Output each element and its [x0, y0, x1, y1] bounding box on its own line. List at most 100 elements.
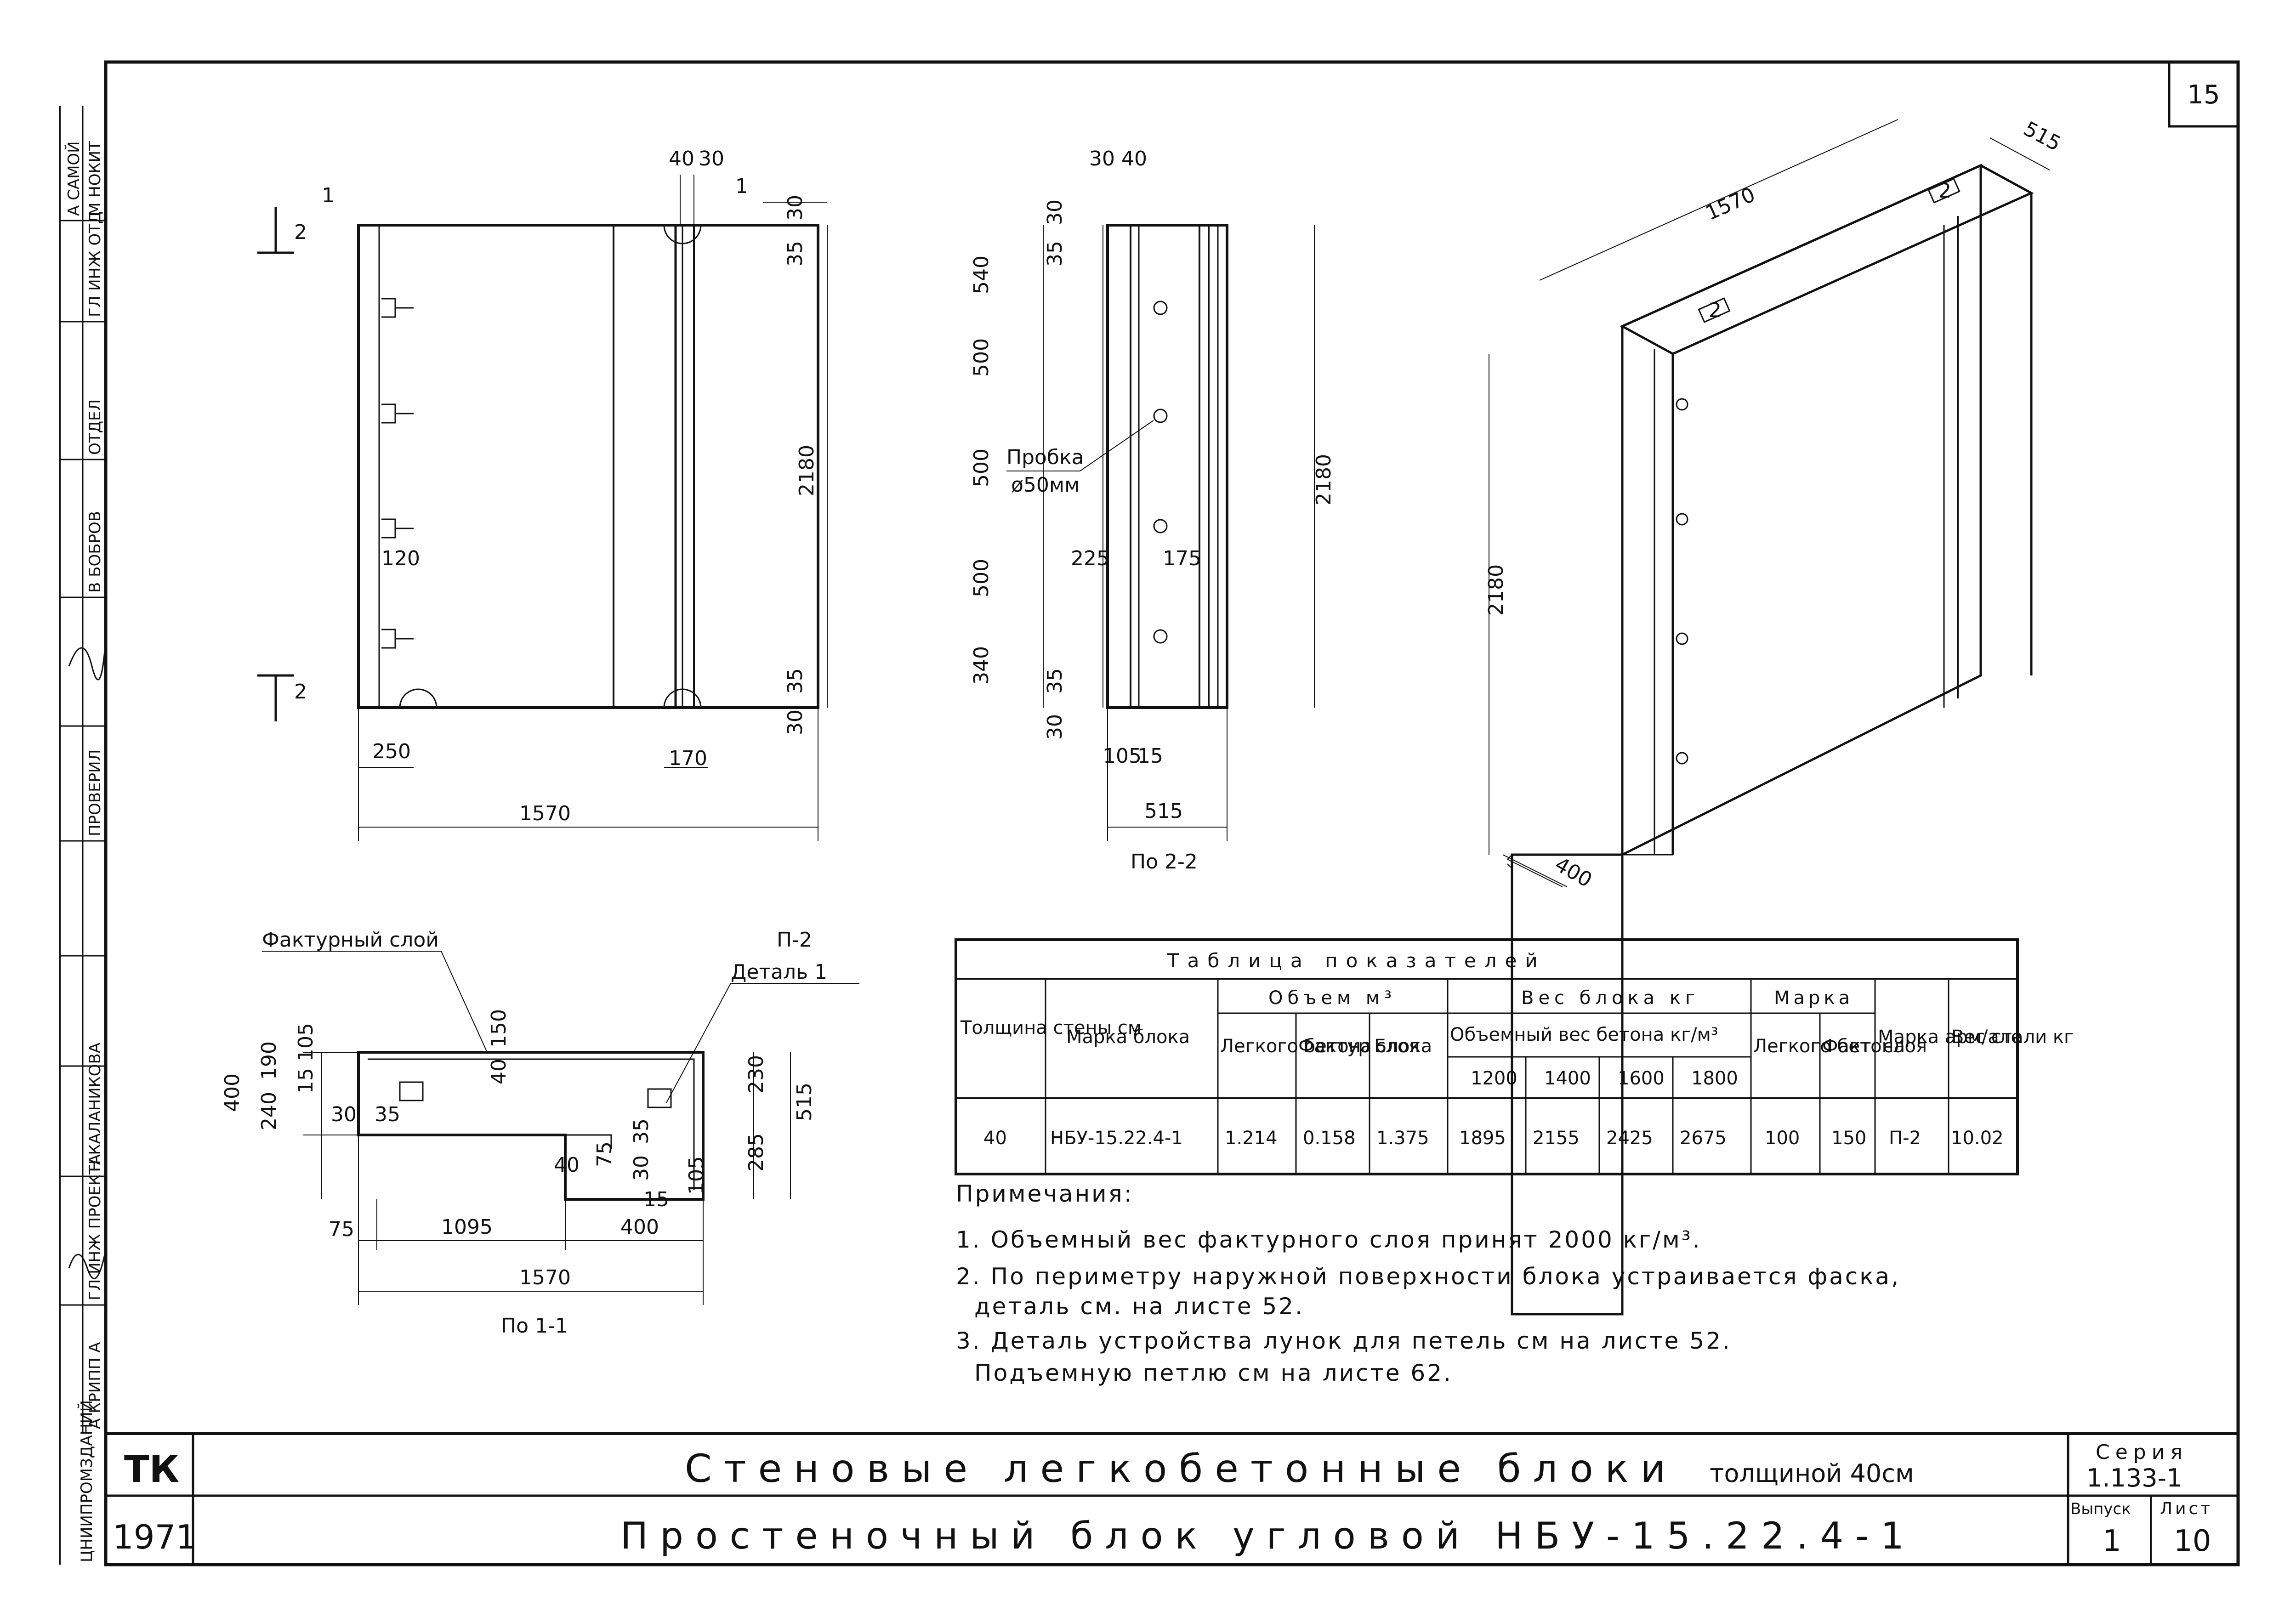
plan-dim-h285: 285	[744, 1133, 768, 1172]
table-title: Таблица показателей	[1167, 949, 1546, 972]
tb-series-label: Серия	[2096, 1441, 2188, 1464]
tb-title-suffix: толщиной 40см	[1710, 1459, 1914, 1488]
side-dim-s1: 540	[970, 255, 993, 294]
front-loop-2	[381, 403, 414, 424]
iso-dim-height: 2180	[1484, 564, 1508, 616]
front-section-mark: 1	[322, 184, 335, 207]
plan-dim-h75a: 75	[593, 1141, 616, 1167]
plan-dim-w1570: 1570	[519, 1266, 571, 1289]
plan-view: 400 240 190 15 105 30 35 40 150 230 285 …	[221, 928, 859, 1338]
sheet-number: 15	[2187, 80, 2220, 110]
notes: Примечания: 1. Объемный вес фактурного с…	[956, 1180, 1900, 1386]
side-dim-t2: 35	[1043, 241, 1067, 267]
stamp-role-2: ПРОВЕРИЛ	[86, 749, 104, 836]
th-steel: Вес стали кг	[1951, 1027, 2074, 1048]
iso-plug-1	[1676, 398, 1688, 411]
plan-detail-label: Деталь 1	[731, 960, 827, 984]
th-volume: Объем м³	[1268, 987, 1396, 1009]
front-outline	[357, 224, 819, 709]
iso-plug-2	[1676, 513, 1688, 526]
plan-dim-h190: 190	[257, 1041, 281, 1080]
side-dim-s4: 500	[970, 559, 993, 597]
plan-dim-h35b: 35	[630, 1118, 653, 1144]
td-steel: 10.02	[1951, 1128, 2004, 1149]
td-g-fact: 150	[1831, 1128, 1866, 1149]
front-dim-left-w: 250	[372, 740, 411, 763]
front-dim-r4: 30	[784, 709, 807, 735]
front-dim-top-c: 1	[735, 175, 748, 198]
side-stamp: ЦНИИПРОМЗДАНИЙ А КРИПП А ГЛ ИНЖ ПРОЕКТА …	[59, 106, 107, 1565]
sheet-frame	[104, 60, 2240, 1566]
tb-sheet-value: 10	[2174, 1524, 2211, 1558]
td-thickness: 40	[983, 1128, 1007, 1149]
side-plug-4	[1153, 629, 1168, 644]
td-vol-light: 1.214	[1225, 1128, 1278, 1149]
note-line-2: 2. По периметру наружной поверхности бло…	[956, 1263, 1900, 1290]
iso-dim-thick: 400	[1551, 852, 1596, 892]
th-vol-block: Блока	[1374, 1036, 1432, 1057]
note-line-5: Подъемную петлю см на листе 62.	[974, 1360, 1453, 1386]
plan-loop-1	[399, 1081, 424, 1101]
td-w2: 2155	[1533, 1128, 1580, 1149]
plan-dim-w400: 400	[620, 1215, 659, 1239]
side-dim-t4: 30	[1043, 714, 1067, 740]
side-plug-3	[1153, 519, 1168, 533]
iso-top-face	[1620, 164, 2034, 355]
front-cut-mark-top: 2	[294, 221, 307, 244]
front-dim-top-a: 40	[669, 147, 694, 170]
notes-heading: Примечания:	[956, 1180, 1134, 1207]
side-plug-size: ø50мм	[1011, 473, 1080, 497]
front-dim-height: 2180	[795, 445, 818, 496]
iso-side-face	[1621, 164, 1982, 857]
front-dim-r2: 35	[784, 241, 807, 267]
th-mark: Марка блока	[1066, 1027, 1190, 1048]
plan-dim-h30a: 30	[331, 1103, 357, 1126]
td-w1: 1895	[1459, 1128, 1506, 1149]
th-thickness: Толщина стены см	[960, 1017, 1142, 1038]
sheet-number-box	[2168, 61, 2239, 128]
plan-dim-h15: 15	[294, 1068, 318, 1094]
side-dim-t1: 30	[1043, 199, 1067, 225]
tb-subtitle: Простеночный блок угловой НБУ-15.22.4-1	[620, 1515, 1916, 1557]
th-vol-light: Легкого бетона	[1220, 1036, 1372, 1057]
th-weight-caption: Объемный вес бетона кг/м³	[1450, 1024, 1718, 1045]
plan-dim-w1095: 1095	[441, 1215, 493, 1239]
plan-dim-h105a: 105	[294, 1023, 318, 1061]
stamp-name-4: М НОКИТ	[86, 141, 104, 216]
side-outline	[1106, 224, 1228, 709]
plan-dim-h105b: 105	[685, 1156, 708, 1195]
note-line-3: деталь см. на листе 52.	[974, 1293, 1304, 1320]
plan-dim-h30b: 30	[630, 1155, 653, 1181]
side-dim-t3: 35	[1043, 668, 1067, 694]
front-dim-top-b: 30	[699, 147, 724, 170]
plan-dim-h240: 240	[257, 1092, 281, 1130]
side-plug-1	[1153, 301, 1168, 315]
note-line-4: 3. Деталь устройства лунок для петель см…	[956, 1328, 1732, 1354]
side-dim-s5: 340	[970, 646, 993, 685]
iso-mark-2: 2	[1938, 179, 1951, 203]
stamp-role-1: ГЛ ИНЖ ПРОЕКТА	[86, 1154, 104, 1300]
tb-sheet-label: Лист	[2160, 1499, 2213, 1518]
side-dim-total-w: 515	[1144, 800, 1183, 823]
plan-dim-w40b: 40	[554, 1153, 580, 1177]
td-vol-block: 1.375	[1376, 1128, 1429, 1149]
tb-issue-label: Выпуск	[2070, 1500, 2131, 1518]
signature-1	[68, 1249, 107, 1279]
side-dim-off2: 175	[1163, 547, 1201, 570]
tb-org: ТК	[124, 1448, 179, 1491]
tb-series-value: 1.133-1	[2086, 1464, 2182, 1492]
th-w1: 1200	[1471, 1068, 1517, 1089]
td-vol-fact: 0.158	[1303, 1128, 1356, 1149]
side-plug-label: Пробка	[1006, 446, 1084, 469]
th-g-fact: Факт. слоя	[1822, 1036, 1927, 1057]
front-dim-r3: 35	[784, 668, 807, 694]
side-dim-b1: 105	[1103, 744, 1142, 768]
tb-year: 1971	[113, 1518, 197, 1556]
side-dim-top-b: 40	[1121, 147, 1147, 170]
side-dim-s2: 500	[970, 338, 993, 377]
plan-dim-h35a: 35	[375, 1103, 400, 1126]
side-caption: По 2-2	[1131, 850, 1198, 874]
stamp-name-1: Н КАЛАНИКОВА	[86, 1043, 104, 1172]
plan-dim-h150: 150	[487, 1009, 511, 1048]
